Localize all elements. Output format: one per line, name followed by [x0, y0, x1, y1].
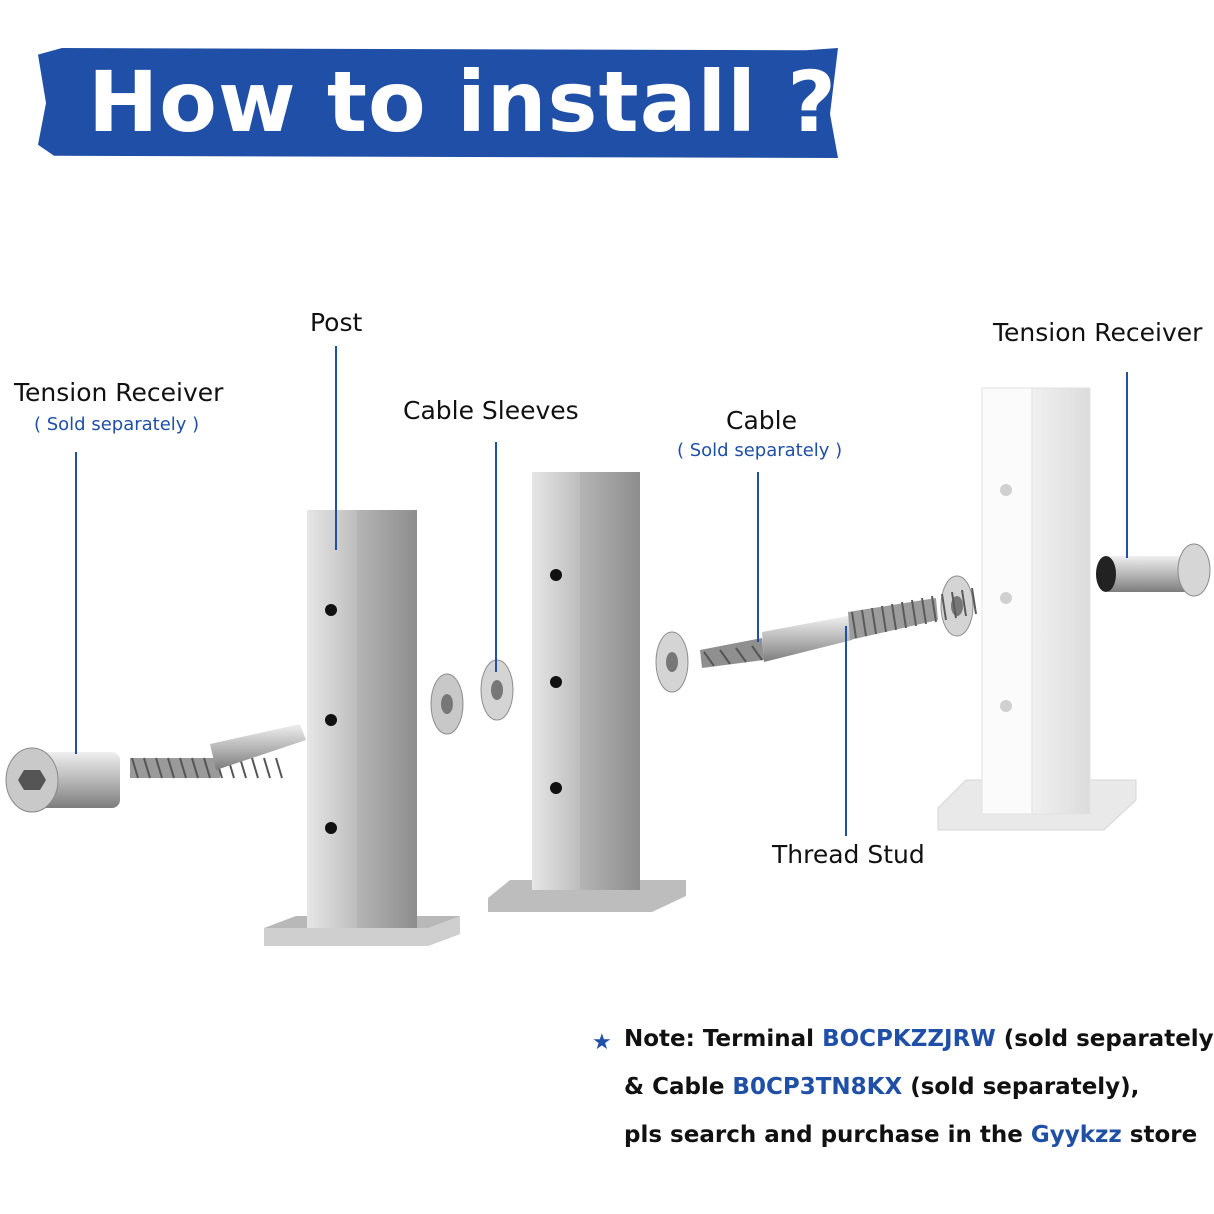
label-post: Post [310, 308, 363, 337]
label-cable-sleeves: Cable Sleeves [403, 396, 579, 425]
label-tension-receiver-left-sub: ( Sold separately ) [34, 414, 200, 435]
note-line-1-prefix: Note: Terminal [624, 1026, 823, 1052]
cable-sleeve-4 [940, 575, 974, 637]
label-cable: Cable [726, 406, 797, 435]
leader-cable [757, 472, 759, 642]
cable-sleeve-1 [430, 673, 464, 735]
tension-receiver-left-part [5, 747, 120, 813]
thread-stud-left [130, 724, 306, 779]
leader-thread-stud [845, 626, 847, 836]
label-tension-receiver-right: Tension Receiver [993, 318, 1203, 347]
note-line-1-suffix: (sold separately) [995, 1026, 1214, 1052]
label-thread-stud: Thread Stud [772, 840, 925, 869]
note-line-2-prefix: & Cable [624, 1074, 733, 1100]
store-name: Gyykzz [1030, 1122, 1122, 1148]
leader-tension-receiver-right [1126, 372, 1128, 558]
post-3 [937, 387, 1137, 831]
label-tension-receiver-left: Tension Receiver [14, 378, 224, 407]
leader-post [335, 346, 337, 550]
note-line-2: & Cable B0CP3TN8KX (sold separately), [624, 1074, 1139, 1100]
title-banner [38, 48, 838, 158]
terminal-code: BOCPKZZJRW [822, 1026, 996, 1052]
note-line-2-suffix: (sold separately), [902, 1074, 1140, 1100]
star-icon: ★ [592, 1030, 612, 1055]
post-2 [488, 472, 686, 912]
note-line-1: Note: Terminal BOCPKZZJRW (sold separate… [624, 1026, 1214, 1052]
cable-code: B0CP3TN8KX [732, 1074, 903, 1100]
note-line-3-prefix: pls search and purchase in the [624, 1122, 1031, 1148]
post-1 [264, 510, 460, 946]
note-line-3-suffix: store [1121, 1122, 1198, 1148]
cable-sleeve-3 [655, 631, 689, 693]
tension-receiver-right-part [1096, 543, 1211, 597]
page-title: How to install ? [88, 53, 837, 151]
note-line-3: pls search and purchase in the Gyykzz st… [624, 1122, 1197, 1148]
cable-part [700, 587, 977, 668]
label-cable-sub: ( Sold separately ) [677, 440, 843, 461]
leader-tension-receiver-left [75, 452, 77, 754]
cable-sleeve-2 [480, 659, 514, 721]
leader-cable-sleeves [495, 442, 497, 672]
